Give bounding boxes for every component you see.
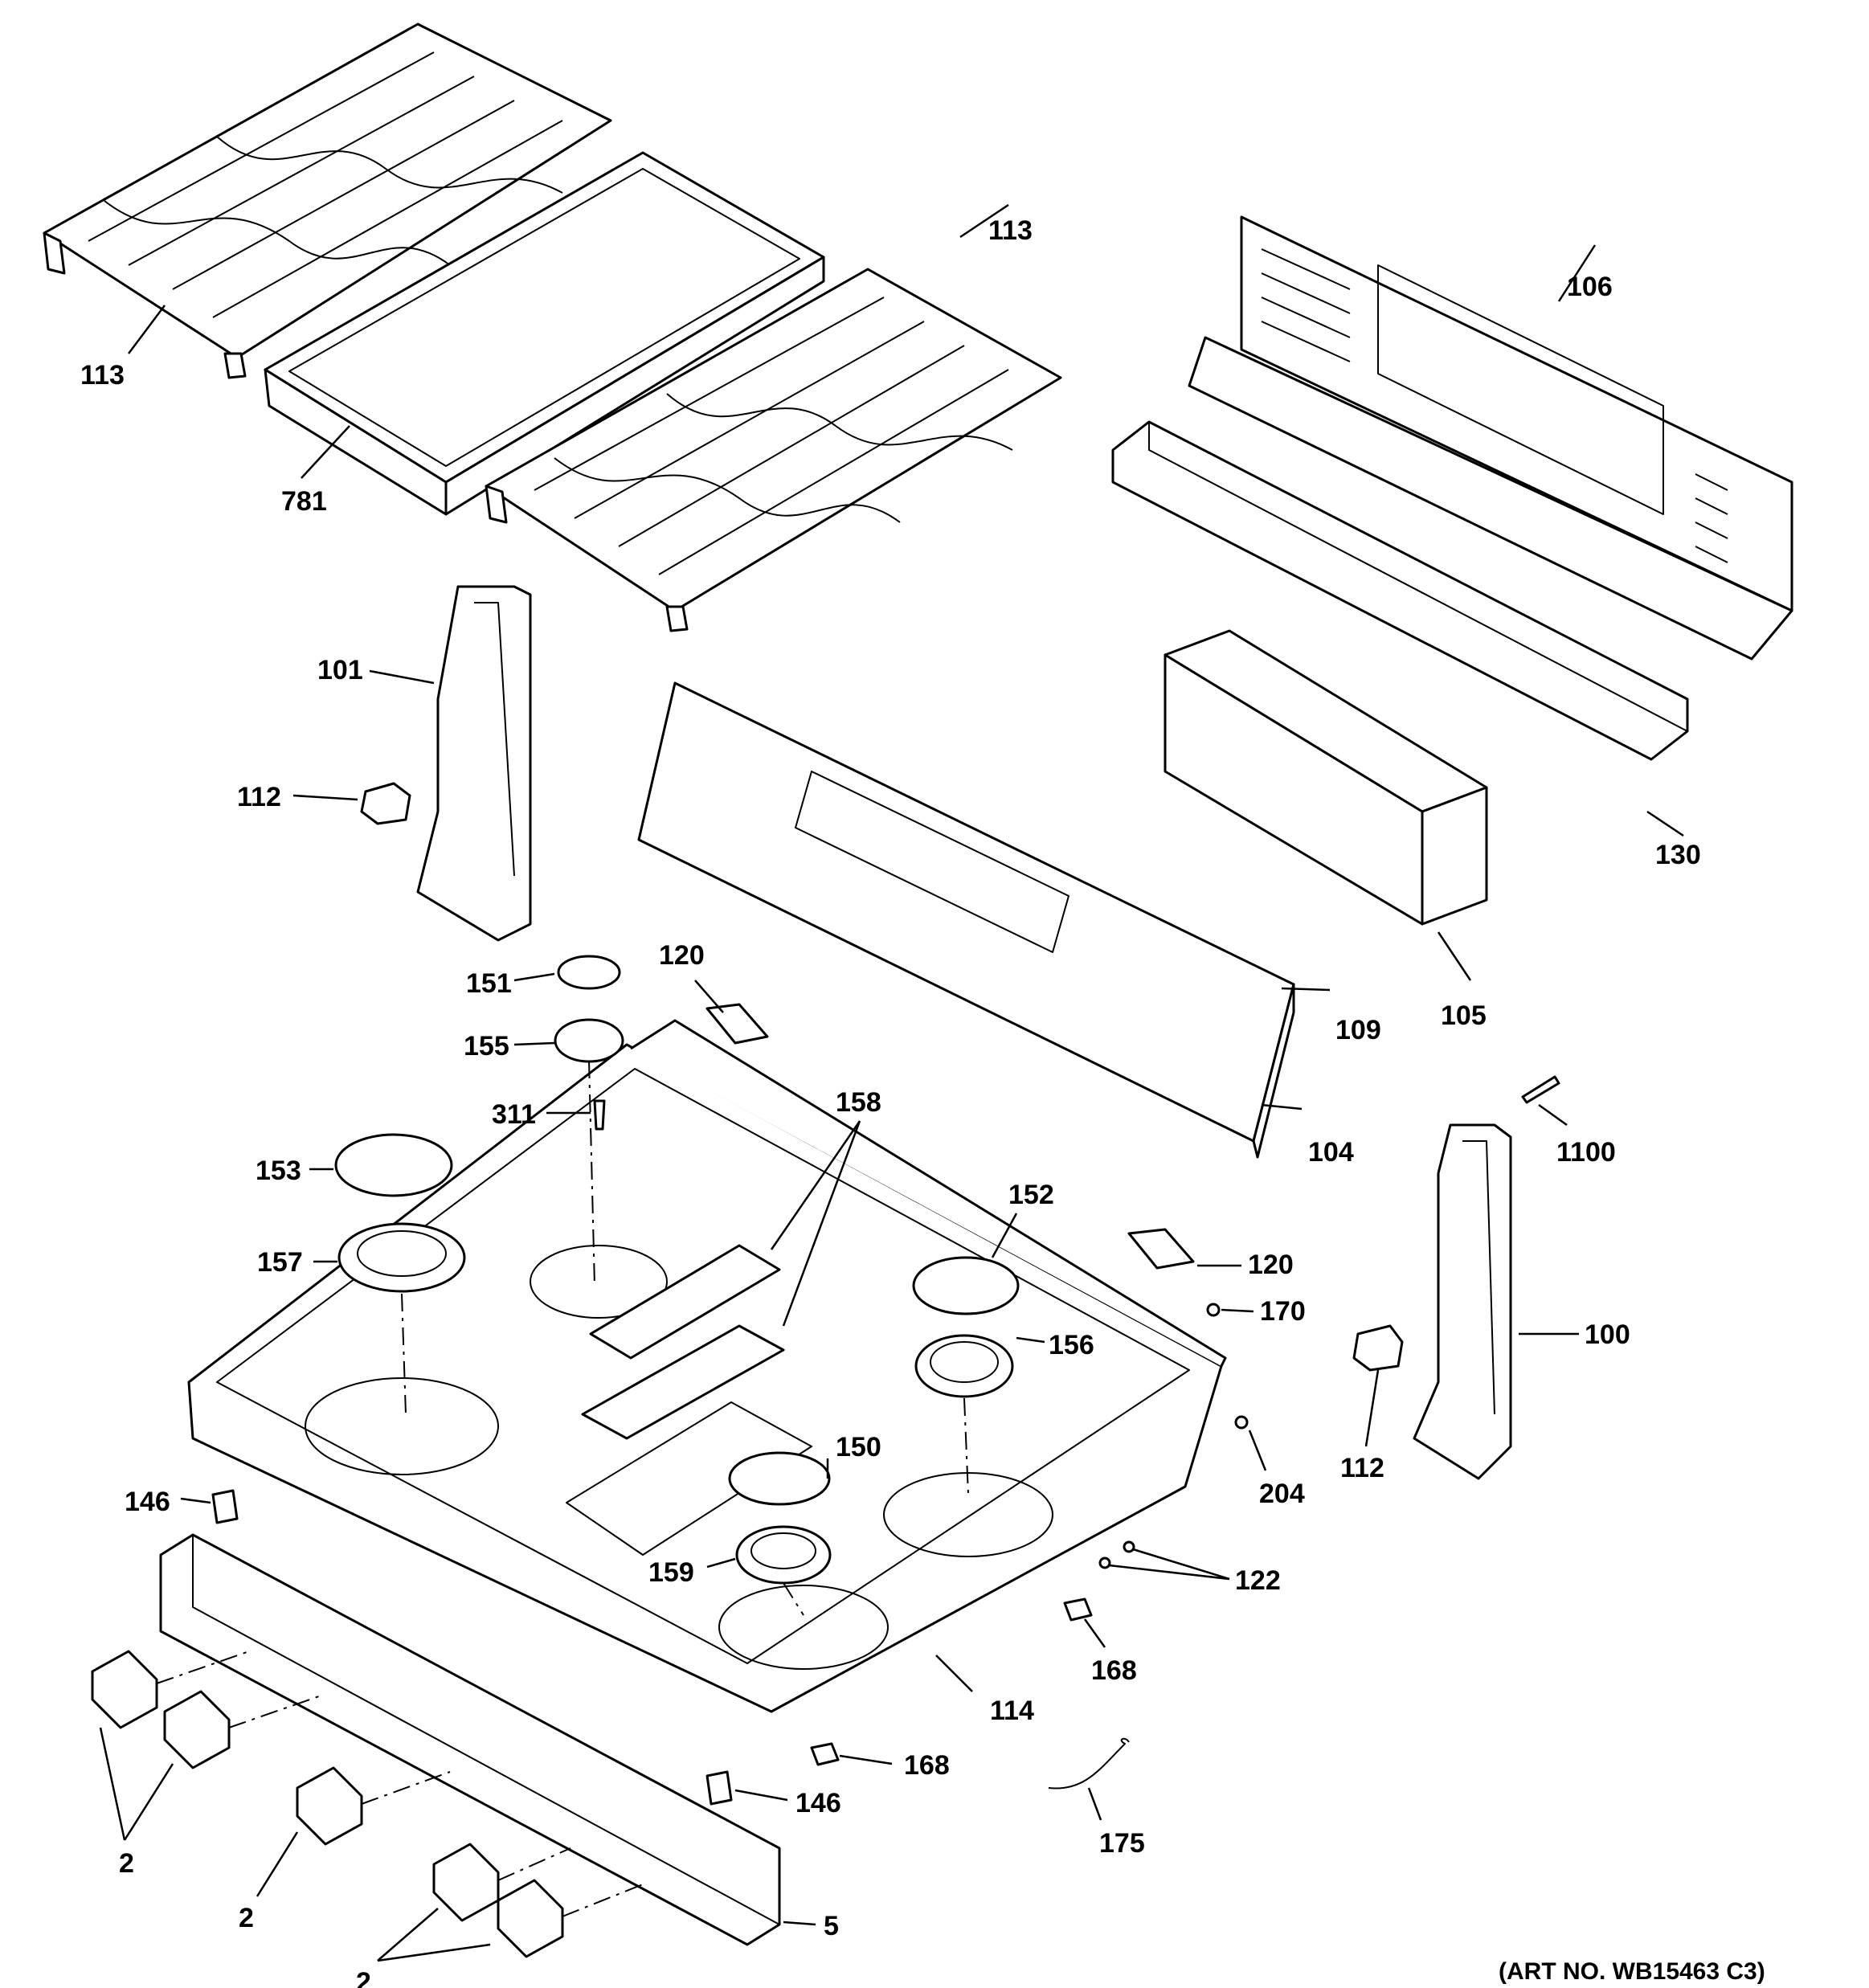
side-panel-101	[416, 585, 532, 942]
callout-156: 156	[1049, 1330, 1094, 1360]
backguard-109	[637, 681, 1295, 1159]
knob	[163, 1690, 231, 1769]
callout-105: 105	[1441, 1000, 1487, 1031]
grate-right	[485, 268, 1062, 632]
callout-204: 204	[1259, 1479, 1305, 1509]
callout-168-lower: 168	[904, 1750, 950, 1781]
callout-2-middle: 2	[239, 1903, 254, 1933]
callout-150: 150	[836, 1432, 881, 1462]
trim-130	[1111, 420, 1689, 761]
callout-114: 114	[990, 1696, 1034, 1726]
callout-2-left: 2	[119, 1848, 134, 1879]
callout-146-lower: 146	[795, 1788, 841, 1818]
callout-120-upper: 120	[659, 940, 705, 971]
callout-146-upper: 146	[125, 1487, 170, 1517]
bracket-120-left	[705, 1003, 769, 1045]
knob	[296, 1766, 363, 1846]
callout-113-right: 113	[988, 215, 1033, 246]
clip-146-right	[705, 1770, 733, 1806]
callout-1100: 1100	[1556, 1137, 1616, 1168]
knob	[497, 1879, 564, 1958]
callout-122: 122	[1235, 1565, 1281, 1596]
burner-156	[914, 1334, 1014, 1398]
screw-122	[1098, 1540, 1135, 1569]
callout-104: 104	[1308, 1137, 1354, 1168]
callout-157: 157	[257, 1247, 303, 1278]
control-panel-5	[159, 1533, 781, 1946]
wire-175	[1048, 1737, 1130, 1790]
oval-burner-158	[581, 1244, 785, 1440]
clip-146-left	[211, 1489, 239, 1524]
clip-168-lower	[810, 1742, 840, 1766]
clip-168-upper	[1063, 1597, 1093, 1622]
callout-175: 175	[1099, 1828, 1145, 1859]
cap-152	[912, 1256, 1020, 1315]
screw-170	[1206, 1303, 1221, 1317]
screw-1100	[1521, 1075, 1560, 1104]
callout-112-right: 112	[1340, 1453, 1384, 1483]
knob	[432, 1843, 500, 1922]
callout-113-left: 113	[80, 360, 125, 391]
side-panel-100	[1413, 1123, 1512, 1480]
callout-151: 151	[466, 968, 512, 999]
cap-150	[728, 1451, 831, 1506]
callout-152: 152	[1008, 1180, 1054, 1210]
callout-170: 170	[1260, 1296, 1306, 1327]
callout-106: 106	[1567, 272, 1613, 302]
cap-151	[557, 955, 621, 990]
callout-130: 130	[1655, 840, 1701, 870]
callout-153: 153	[256, 1156, 301, 1186]
callout-168-upper: 168	[1091, 1655, 1137, 1686]
callout-2-bottom: 2	[356, 1967, 371, 1988]
bracket-112-left	[360, 782, 411, 825]
callout-311: 311	[492, 1099, 536, 1130]
callout-159: 159	[648, 1557, 694, 1588]
burner-157	[337, 1222, 466, 1293]
art-number: (ART NO. WB15463 C3)	[1499, 1958, 1765, 1985]
bracket-120-right	[1127, 1228, 1195, 1270]
callout-100: 100	[1585, 1319, 1630, 1350]
callout-109: 109	[1335, 1015, 1381, 1045]
burner-159	[735, 1525, 832, 1585]
burner-155	[554, 1018, 624, 1063]
screw-311	[593, 1099, 606, 1131]
callout-120-lower: 120	[1248, 1250, 1294, 1280]
callout-112-left: 112	[237, 782, 281, 812]
callout-155: 155	[464, 1031, 509, 1061]
griddle	[264, 151, 825, 516]
control-box-105	[1164, 629, 1488, 926]
grate-left	[43, 22, 612, 379]
callout-158: 158	[836, 1087, 881, 1118]
bracket-112-right	[1352, 1324, 1404, 1372]
callout-5: 5	[824, 1911, 839, 1941]
callout-101: 101	[317, 655, 363, 685]
rear-panel-106	[1188, 215, 1793, 661]
callout-781: 781	[281, 486, 327, 517]
screw-204	[1234, 1415, 1249, 1430]
knob	[91, 1650, 158, 1729]
cap-153	[334, 1133, 453, 1197]
